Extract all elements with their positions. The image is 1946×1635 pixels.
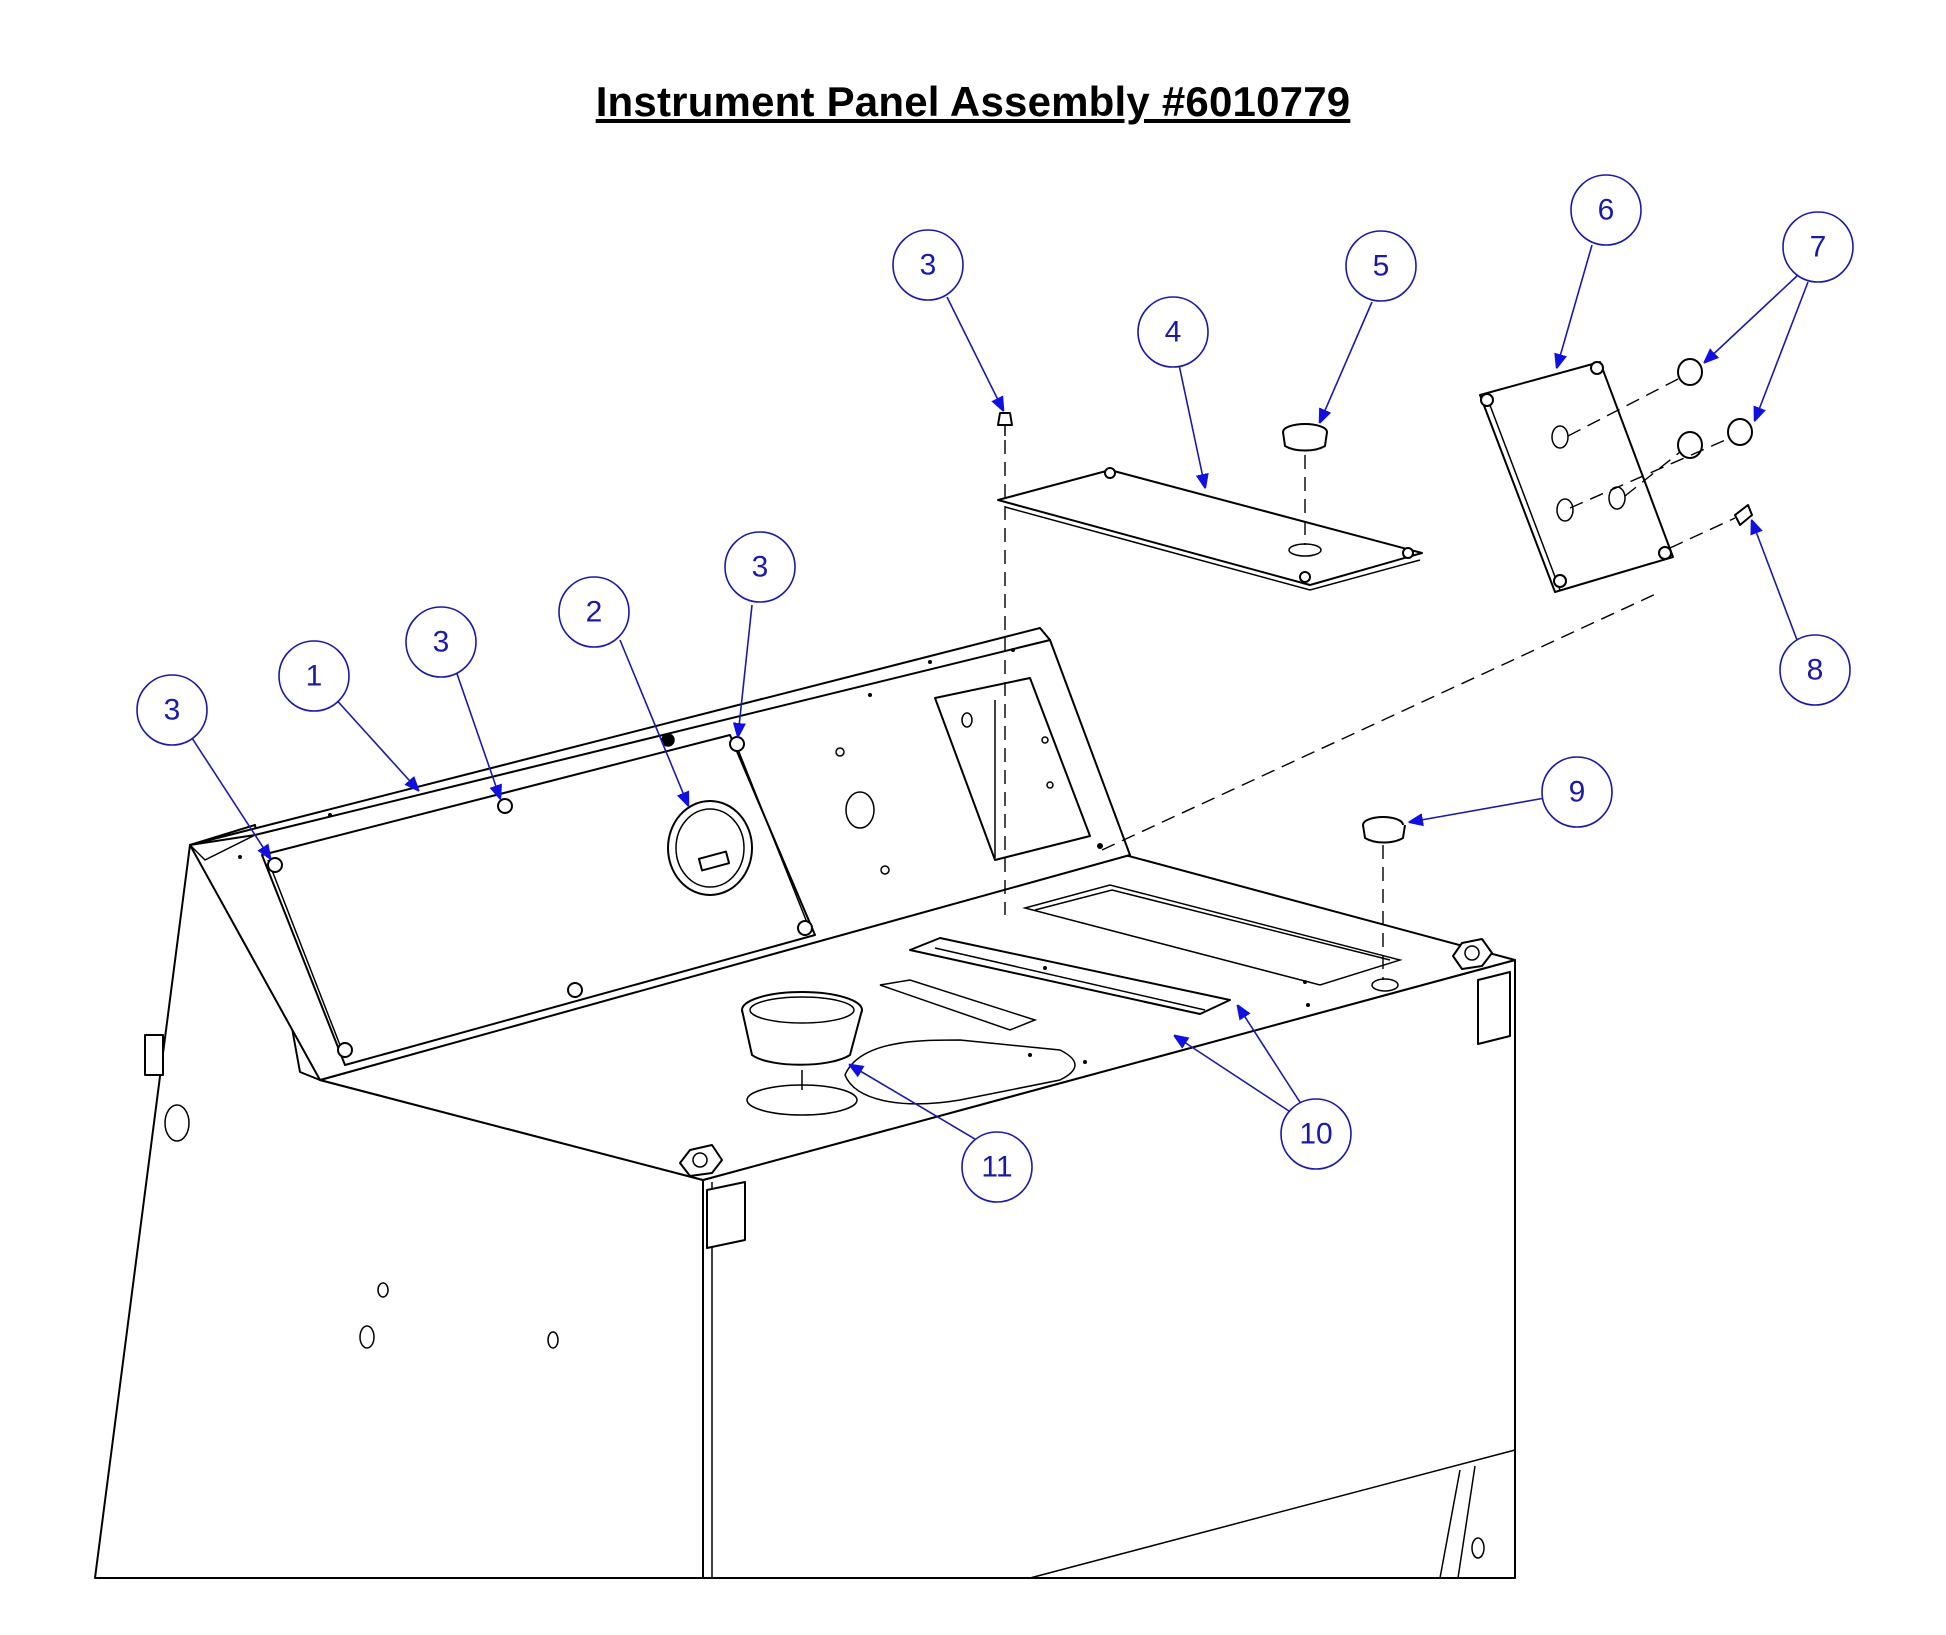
callout-3d-label: 3 xyxy=(920,249,937,282)
exploded-parts xyxy=(997,358,1753,844)
deck-features xyxy=(741,884,1403,1116)
callout-3c-label: 3 xyxy=(752,551,769,584)
callout-3d: 3 xyxy=(892,229,964,301)
callout-9-label: 9 xyxy=(1569,776,1586,809)
callout-2-label: 2 xyxy=(586,596,603,629)
callout-1: 1 xyxy=(278,640,350,712)
callout-2: 2 xyxy=(558,576,630,648)
callout-7-label: 7 xyxy=(1810,231,1827,264)
callout-11-label: 11 xyxy=(981,1151,1012,1184)
dash-components xyxy=(238,648,1103,1058)
callout-8-label: 8 xyxy=(1807,654,1824,687)
callout-3b-label: 3 xyxy=(433,626,450,659)
callout-7: 7 xyxy=(1782,211,1854,283)
callout-5: 5 xyxy=(1345,230,1417,302)
cabinet-body xyxy=(94,627,1516,1579)
callout-6-label: 6 xyxy=(1598,194,1615,227)
callout-10-label: 10 xyxy=(1299,1118,1332,1151)
callout-10: 10 xyxy=(1280,1098,1352,1170)
assembly-lines xyxy=(1004,377,1736,980)
callout-11: 11 xyxy=(961,1131,1033,1203)
callout-3a-label: 3 xyxy=(164,694,181,727)
diagram-title: Instrument Panel Assembly #6010779 xyxy=(595,78,1351,125)
callout-6: 6 xyxy=(1570,174,1642,246)
callout-1-label: 1 xyxy=(306,660,323,693)
callout-3c: 3 xyxy=(724,531,796,603)
callout-3a: 3 xyxy=(136,674,208,746)
callout-3b: 3 xyxy=(405,606,477,678)
callout-5-label: 5 xyxy=(1373,250,1390,283)
callout-8: 8 xyxy=(1779,634,1851,706)
callout-9: 9 xyxy=(1541,756,1613,828)
leader-lines xyxy=(189,244,1809,1146)
callout-4: 4 xyxy=(1137,296,1209,368)
callout-4-label: 4 xyxy=(1165,316,1182,349)
